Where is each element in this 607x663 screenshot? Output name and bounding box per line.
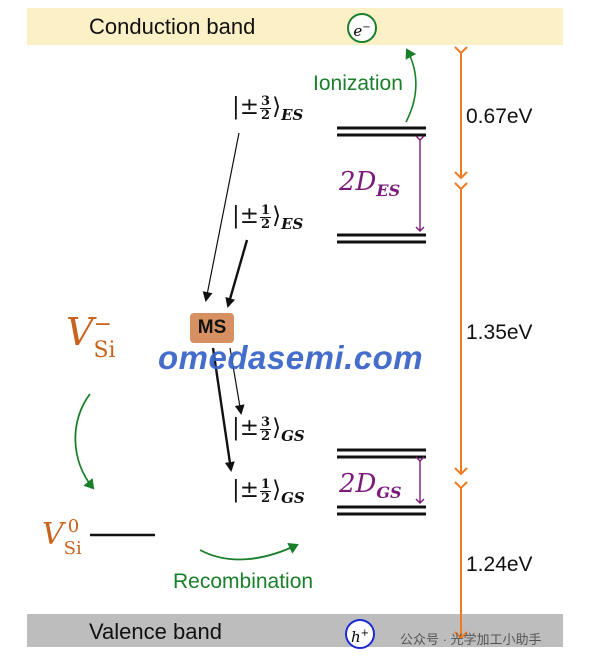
recombination-arrow xyxy=(199,542,299,561)
es-32-num: 3 xyxy=(260,93,272,109)
conduction-band xyxy=(27,8,563,45)
footer-watermark: 公众号 · 光学加工小助手 xyxy=(400,632,542,647)
gs-12-num: 1 xyxy=(260,476,272,492)
vsi-zero-sup: 0 xyxy=(67,516,80,537)
gs-12-close: ⟩ xyxy=(272,477,282,503)
vsi-zero-main: V xyxy=(42,517,64,552)
electron-symbol: e xyxy=(353,22,363,40)
hole-symbol: h xyxy=(350,628,361,646)
valence-band xyxy=(27,614,563,647)
energy-label-top: 0.67eV xyxy=(466,105,533,128)
gs-12-den: 2 xyxy=(261,490,271,506)
vsi-minus-main: V xyxy=(66,310,94,354)
es-12-pm: |± xyxy=(232,203,260,229)
vsi-minus-label: VSi− xyxy=(66,310,116,363)
recombination-label: Recombination xyxy=(173,570,314,593)
es-32-sub: ES xyxy=(281,106,304,124)
valence-band-label: Valence band xyxy=(89,619,222,644)
gs-32-close: ⟩ xyxy=(272,415,282,441)
es-splitting-sub: ES xyxy=(376,181,401,200)
charge-transition-arrow xyxy=(74,393,95,490)
es-32-close: ⟩ xyxy=(272,94,282,120)
metastable-state-box: MS xyxy=(190,313,234,343)
gs-32-den: 2 xyxy=(261,428,271,444)
es32-to-ms-arrow xyxy=(202,132,240,302)
ms-to-gs32-arrow xyxy=(229,347,245,415)
gs-12-pm: |± xyxy=(232,477,260,503)
vsi-zero-sub: Si xyxy=(63,538,82,559)
hole-badge: h+ xyxy=(345,619,375,649)
es-12-sub: ES xyxy=(281,215,304,233)
hole-charge: + xyxy=(360,628,370,639)
es-splitting-main: 2D xyxy=(339,167,377,197)
electron-charge: − xyxy=(362,22,371,33)
ionization-arrow xyxy=(405,48,417,123)
gs-32-pm: |± xyxy=(232,415,260,441)
gs-32-num: 3 xyxy=(260,414,272,430)
vsi-zero-label: VSi0 xyxy=(42,516,82,559)
energy-label-bottom: 1.24eV xyxy=(466,553,533,576)
gs-splitting-sub: GS xyxy=(376,483,402,502)
energy-label-middle: 1.35eV xyxy=(466,321,533,344)
gs-12-sub: GS xyxy=(281,489,305,507)
es-32-pm: |± xyxy=(232,94,260,120)
conduction-band-label: Conduction band xyxy=(89,14,256,39)
gs-splitting-main: 2D xyxy=(339,469,377,499)
es-12-den: 2 xyxy=(261,216,271,232)
es12-to-ms-arrow xyxy=(225,239,249,308)
es-12-num: 1 xyxy=(260,202,272,218)
vsi-minus-sub: Si xyxy=(93,338,116,363)
es-splitting-label: 2DES xyxy=(339,167,400,200)
gs-splitting-label: 2DGS xyxy=(339,469,402,502)
watermark-text: omedasemi.com xyxy=(158,339,424,376)
vsi-minus-sup: − xyxy=(93,312,112,337)
electron-badge: e− xyxy=(347,13,377,43)
ms-to-gs12-arrow xyxy=(211,347,235,472)
es-32-den: 2 xyxy=(261,107,271,123)
gs-32-sub: GS xyxy=(281,427,305,445)
es-12-close: ⟩ xyxy=(272,203,282,229)
ionization-label: Ionization xyxy=(313,72,403,95)
